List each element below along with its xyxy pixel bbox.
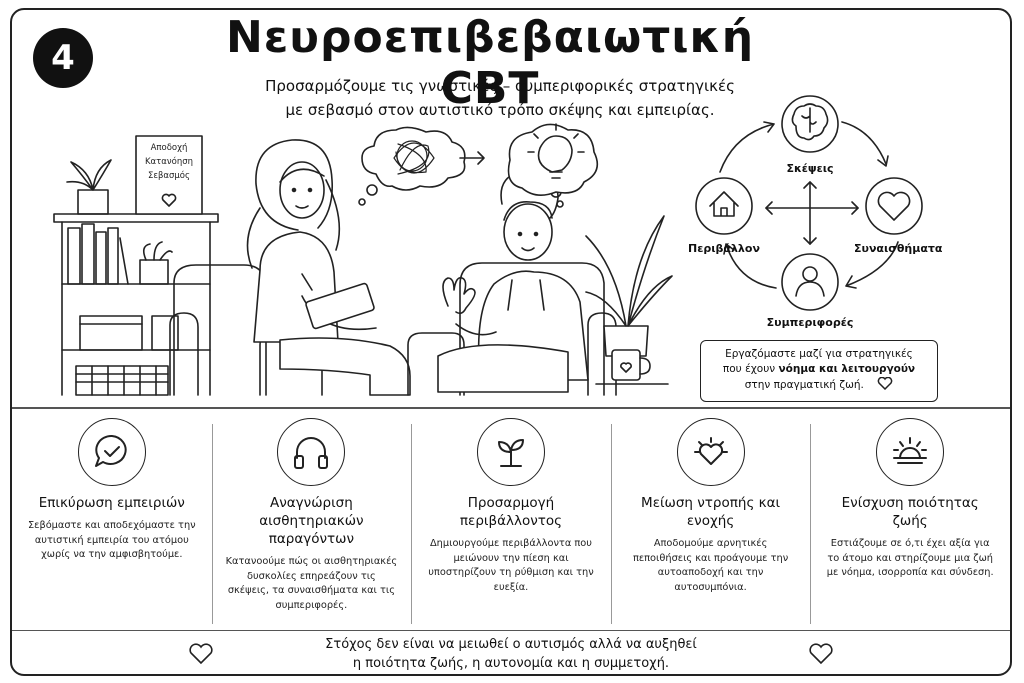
page-subtitle: Προσαρμόζουμε τις γνωστικές – συμπεριφορ… bbox=[220, 74, 780, 122]
cbt-cycle-diagram: Σκέψεις Συναισθήματα Συμπεριφορές Περιβά… bbox=[684, 92, 944, 332]
footer-heart-left-icon bbox=[189, 643, 213, 665]
feature-icon-circle bbox=[77, 418, 146, 486]
sign-line-3: Σεβασμός bbox=[148, 170, 190, 181]
headphones-icon bbox=[294, 437, 329, 469]
feature-shame-reduction: Μείωση ντροπής και ενοχής Αποδομούμε αρν… bbox=[610, 412, 811, 626]
therapy-session-illustration: Αποδοχή Κατανόηση Σεβασμός bbox=[53, 123, 673, 396]
feature-validation: Επικύρωση εμπειριών Σεβόμαστε και αποδεχ… bbox=[12, 412, 212, 626]
goal-line-2: η ποιότητα ζωής, η αυτονομία και η συμμε… bbox=[352, 656, 670, 671]
principles-row: Επικύρωση εμπειριών Σεβόμαστε και αποδεχ… bbox=[12, 412, 1010, 626]
therapist-figure bbox=[246, 139, 411, 396]
poster-frame bbox=[10, 8, 1012, 676]
note-line-1: Εργαζόμαστε μαζί για στρατηγικές bbox=[725, 348, 913, 360]
note-line-2-prefix: που έχουν bbox=[722, 363, 779, 375]
subtitle-line-1: Προσαρμόζουμε τις γνωστικές – συμπεριφορ… bbox=[265, 77, 735, 95]
brain-icon bbox=[791, 103, 829, 141]
feature-text: Δημιουργούμε περιβάλλοντα που μειώνουν τ… bbox=[428, 538, 594, 593]
sign-line-1: Αποδοχή bbox=[151, 143, 188, 153]
step-number-badge: 4 bbox=[33, 28, 93, 88]
mug-icon bbox=[595, 349, 669, 385]
lightbulb-thought-bubble bbox=[507, 123, 599, 208]
house-icon bbox=[709, 191, 739, 217]
sprout-icon bbox=[497, 439, 524, 467]
feature-sensory: Αναγνώριση αισθητηριακών παραγόντων Κατα… bbox=[211, 412, 412, 626]
environment-node bbox=[695, 177, 753, 235]
footer-heart-right-icon bbox=[809, 643, 833, 665]
armchair-right bbox=[407, 262, 617, 396]
feature-text: Εστιάζουμε σε ό,τι έχει αξία για το άτομ… bbox=[826, 538, 994, 578]
feature-icon-circle bbox=[676, 418, 745, 486]
cycle-label-environment: Περιβάλλον bbox=[688, 242, 760, 255]
client-figure bbox=[437, 169, 589, 393]
feature-text: Αποδομούμε αρνητικές πεποιθήσεις και προ… bbox=[632, 538, 789, 593]
feature-text: Κατανοούμε πώς οι αισθητηριακές δυσκολίε… bbox=[225, 556, 398, 611]
cycle-label-thoughts: Σκέψεις bbox=[786, 162, 834, 175]
note-line-2: που έχουν νόημα και λειτουργούν bbox=[709, 362, 929, 377]
emotions-node bbox=[865, 177, 923, 235]
feature-icon-circle bbox=[876, 418, 945, 486]
behaviors-node bbox=[781, 253, 839, 311]
feature-title: Ενίσχυση ποιότητας ζωής bbox=[841, 495, 979, 529]
potted-plant-tall bbox=[585, 215, 673, 357]
central-cross-arrows bbox=[765, 181, 859, 245]
cycle-arrows bbox=[719, 121, 899, 289]
cycle-label-emotions: Συναισθήματα bbox=[854, 242, 943, 255]
goal-statement: Στόχος δεν είναι να μειωθεί ο αυτισμός α… bbox=[12, 630, 1010, 674]
bookshelf bbox=[53, 213, 219, 396]
sign-line-2: Κατανόηση bbox=[145, 156, 193, 167]
feature-title: Επικύρωση εμπειριών bbox=[38, 495, 185, 511]
feature-title: Μείωση ντροπής και ενοχής bbox=[641, 495, 781, 529]
feature-title: Αναγνώριση αισθητηριακών παραγόντων bbox=[259, 495, 364, 547]
arrow-right-icon bbox=[459, 151, 485, 165]
sign-heart-icon bbox=[161, 193, 177, 207]
person-icon bbox=[795, 266, 825, 297]
potted-plant-small bbox=[66, 159, 112, 215]
heart-rays-icon bbox=[693, 437, 728, 465]
note-line-2-bold: νόημα και λειτουργούν bbox=[778, 363, 916, 375]
goal-line-1: Στόχος δεν είναι να μειωθεί ο αυτισμός α… bbox=[325, 637, 697, 652]
collaboration-note: Εργαζόμαστε μαζί για στρατηγικές που έχο… bbox=[700, 340, 938, 402]
cycle-label-behaviors: Συμπεριφορές bbox=[766, 316, 854, 329]
feature-quality-of-life: Ενίσχυση ποιότητας ζωής Εστιάζουμε σε ό,… bbox=[810, 412, 1010, 626]
thoughts-node bbox=[781, 95, 839, 153]
page-title: Νευροεπιβεβαιωτική CBT bbox=[225, 12, 755, 114]
note-line-3-text: στην πραγματική ζωή. bbox=[744, 379, 864, 391]
feature-text: Σεβόμαστε και αποδεχόμαστε την αυτιστική… bbox=[27, 520, 196, 560]
feature-title: Προσαρμογή περιβάλλοντος bbox=[459, 495, 563, 529]
tangled-thought-bubble bbox=[358, 126, 466, 206]
note-heart-icon bbox=[877, 376, 893, 391]
section-divider bbox=[12, 407, 1010, 409]
chat-check-icon bbox=[94, 434, 127, 467]
feature-icon-circle bbox=[277, 418, 346, 486]
feature-icon-circle bbox=[476, 418, 545, 486]
feature-environment: Προσαρμογή περιβάλλοντος Δημιουργούμε πε… bbox=[411, 412, 611, 626]
subtitle-line-2: με σεβασμό στον αυτιστικό τρόπο σκέψης κ… bbox=[285, 101, 715, 119]
note-line-3: στην πραγματική ζωή. bbox=[709, 376, 929, 393]
sunrise-icon bbox=[893, 437, 928, 464]
heart-icon bbox=[877, 191, 911, 221]
values-sign bbox=[135, 135, 203, 215]
